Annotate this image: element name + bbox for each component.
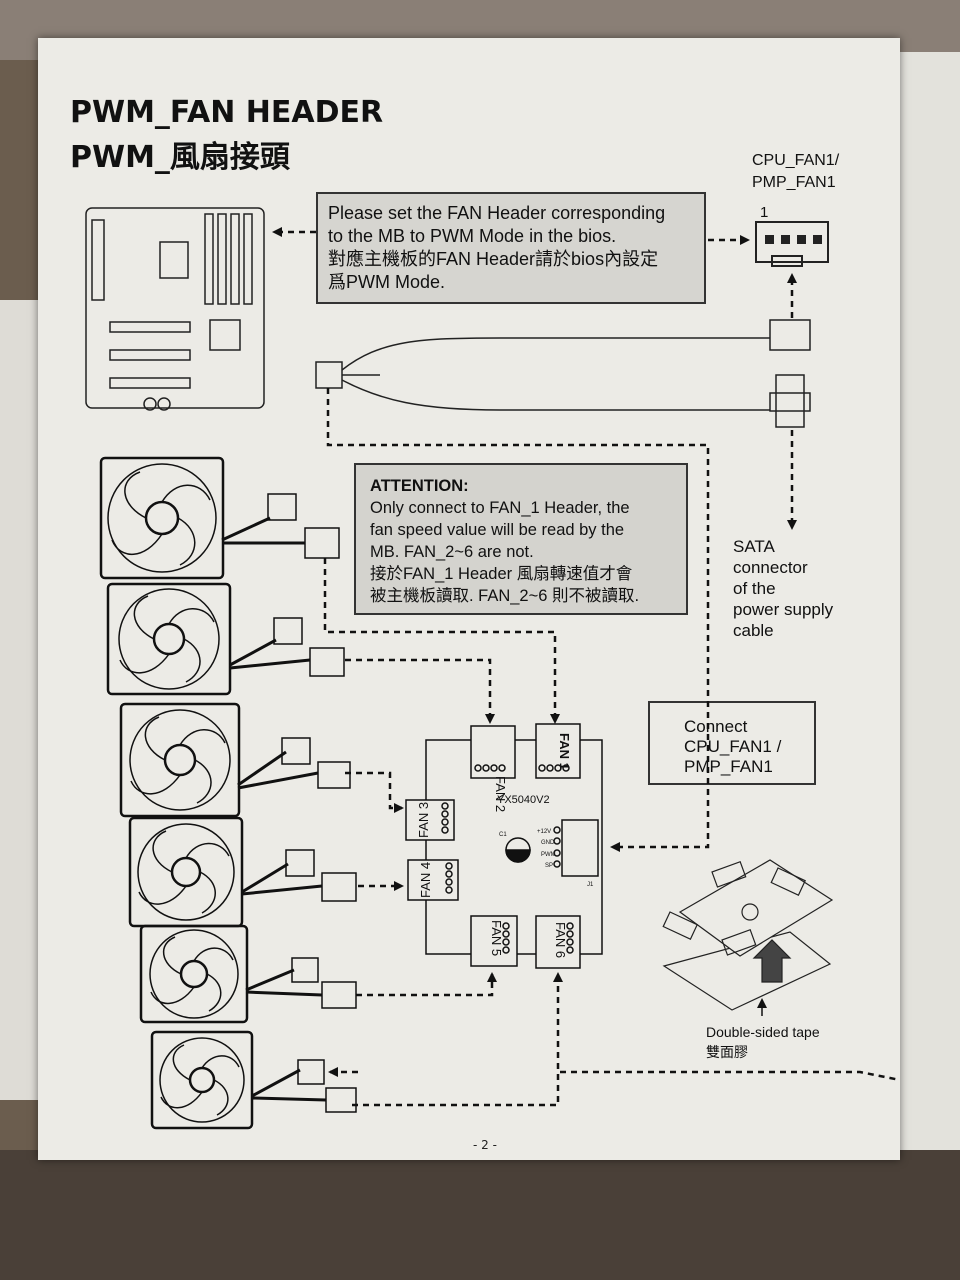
dashed-arrows: [272, 227, 901, 1107]
hub-model-label: YX5040V2: [497, 794, 550, 806]
note-line3: 對應主機板的FAN Header請於bios內設定: [328, 249, 659, 269]
note-line1: Please set the FAN Header corresponding: [328, 203, 666, 223]
pin-one-label: 1: [760, 204, 769, 221]
sata-line4: power supply: [733, 600, 834, 619]
hub-fan2-label: FAN 2: [493, 776, 508, 812]
hub-fan1-label: FAN 1: [557, 733, 572, 770]
note-line4: 爲PWM Mode.: [328, 272, 446, 292]
header-label-line2: PMP_FAN1: [752, 174, 836, 191]
fan-icon-6: [150, 1030, 254, 1130]
sata-line2: connector: [733, 558, 808, 577]
header-label-line1: CPU_FAN1/: [752, 152, 840, 169]
fan-hub-pcb: [405, 723, 603, 969]
motherboard-illustration: [85, 207, 265, 411]
tape-label-zh: 雙面膠: [706, 1044, 748, 1060]
hub-j1-label: J1: [587, 882, 594, 888]
hub-fan6-label: FAN 6: [553, 922, 568, 958]
hub-pin-gnd-label: GND: [541, 840, 555, 846]
connect-line3: PMP_FAN1: [684, 757, 773, 776]
fan-icon-4: [128, 816, 244, 928]
background-bottom: [0, 1150, 960, 1280]
hub-c1-label: C1: [499, 832, 507, 838]
attention-title: ATTENTION:: [370, 477, 469, 495]
connect-note: Connect CPU_FAN1 / PMP_FAN1: [648, 701, 816, 785]
attention-line2: fan speed value will be read by the: [370, 521, 625, 539]
connect-line2: CPU_FAN1 /: [684, 737, 782, 756]
sata-line1: SATA: [733, 537, 775, 556]
sata-line3: of the: [733, 579, 776, 598]
tape-label-en: Double-sided tape: [706, 1024, 820, 1040]
hub-fan3-label: FAN 3: [416, 802, 431, 838]
page-number: - 2 -: [473, 1138, 497, 1152]
fan-icon-5: [139, 924, 249, 1024]
hub-fan4-label: FAN 4: [418, 862, 433, 898]
fan-cables: [221, 493, 357, 1113]
cpu-fan-header-icon: [755, 221, 829, 267]
fan-icon-1: [99, 456, 225, 580]
sata-line5: cable: [733, 621, 774, 640]
connect-line1: Connect: [684, 717, 748, 736]
fan-icon-2: [106, 582, 232, 696]
attention-line4: 接於FAN_1 Header 風扇轉速值才會: [370, 565, 633, 583]
attention-line5: 被主機板讀取. FAN_2~6 則不被讀取.: [370, 587, 640, 605]
double-sided-tape-illustration: [662, 859, 834, 1016]
fan-icon-3: [119, 702, 241, 818]
right-adjacent-page: [900, 52, 960, 1162]
attention-line1: Only connect to FAN_1 Header, the: [370, 499, 630, 517]
heading-en: PWM_FAN HEADER: [70, 95, 384, 130]
power-splitter-cable: [315, 319, 811, 428]
attention-box: ATTENTION: Only connect to FAN_1 Header,…: [354, 463, 688, 615]
hub-pin-sp-label: SP: [545, 863, 553, 869]
hub-pin-pwm-label: PWM: [541, 852, 556, 858]
heading-zh: PWM_風扇接頭: [70, 140, 290, 175]
pwm-mode-note: Please set the FAN Header corresponding …: [316, 192, 706, 304]
hub-pin-12v-label: +12V: [537, 829, 551, 835]
attention-line3: MB. FAN_2~6 are not.: [370, 543, 534, 561]
hub-fan5-label: FAN 5: [489, 920, 504, 956]
note-line2: to the MB to PWM Mode in the bios.: [328, 226, 617, 246]
fan-icons: [99, 456, 254, 1130]
